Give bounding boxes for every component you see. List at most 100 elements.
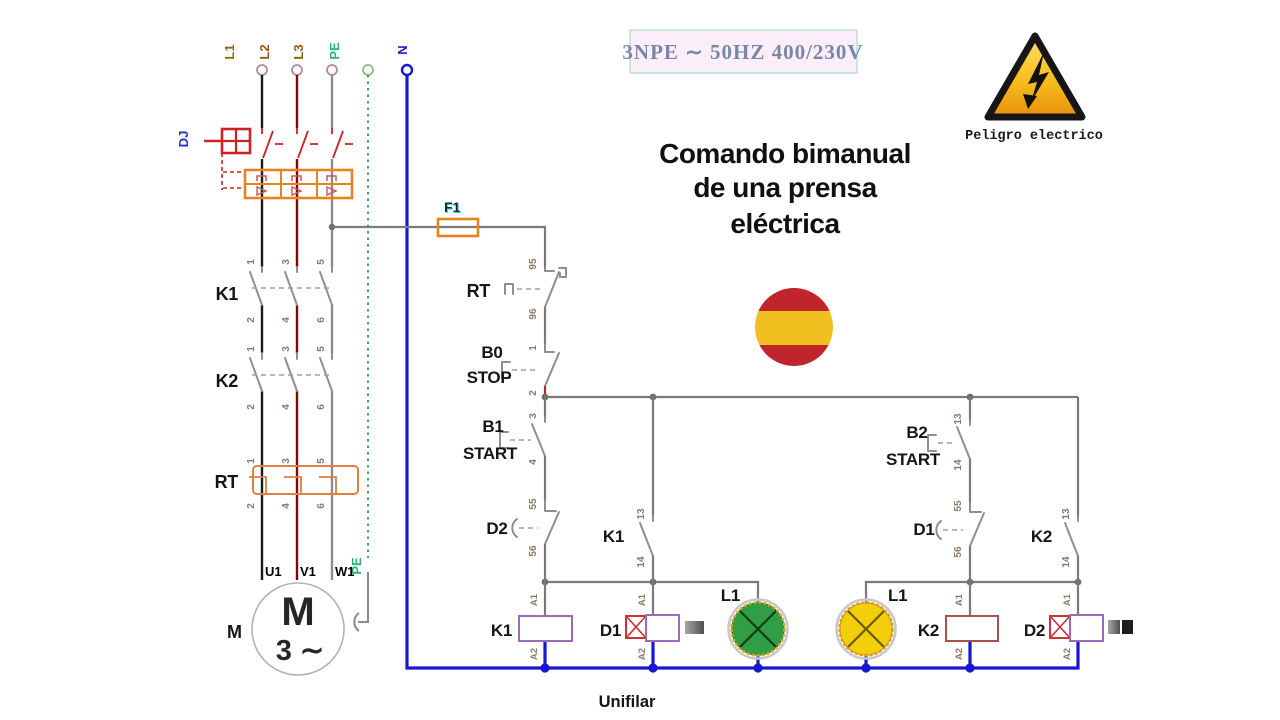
- k1c-14: 14: [636, 556, 647, 568]
- pushbutton-actuator-icon: [501, 361, 511, 379]
- thermal-actuator-icon: [504, 283, 514, 295]
- d1-56: 56: [953, 546, 964, 558]
- breaker-dj: DJ: [176, 127, 353, 190]
- terminal-l1: [256, 64, 268, 76]
- d1-coil-box: [645, 614, 680, 642]
- k2-t4: 4: [281, 404, 292, 410]
- b2-13: 13: [953, 413, 964, 425]
- d2-accessory-icon: [1108, 620, 1120, 634]
- rt96: 96: [528, 308, 539, 320]
- d2-accessory-icon-2: [1122, 620, 1133, 634]
- thermal-relay-rt: RT 1 3 5 2 4 6: [215, 458, 359, 509]
- k1-t4: 4: [281, 317, 292, 323]
- k2-contact-label: K2: [1031, 527, 1052, 546]
- k2-t5: 5: [316, 346, 327, 352]
- b2-14: 14: [953, 459, 964, 471]
- k1-t6: 6: [316, 317, 327, 323]
- power-section: L1 L2 L3 PE N PE DJ: [176, 42, 414, 676]
- d1-a1: A1: [637, 593, 648, 606]
- fuse-label: F1: [444, 199, 461, 215]
- lightning-bolt-icon: [1028, 52, 1049, 102]
- rt-outline: [252, 465, 359, 495]
- title-line-1: Comando bimanual: [659, 138, 911, 169]
- d2-a1: A1: [1062, 593, 1073, 606]
- magnetic-element-icons: [256, 185, 338, 197]
- b1-3: 3: [528, 413, 539, 419]
- supply-rating-box: 3NPE ∼ 50HZ 400/230V: [622, 29, 863, 74]
- d1-accessory-icon: [685, 621, 704, 634]
- d1-55: 55: [953, 500, 964, 512]
- k2-row-label: K2: [216, 371, 239, 391]
- terminal-label-n: N: [395, 45, 410, 54]
- k2-t6: 6: [316, 404, 327, 410]
- terminal-n: [400, 63, 414, 77]
- k1-coil: A1 K1 A2: [491, 593, 573, 660]
- b0-1: 1: [528, 345, 539, 351]
- terminal-pe: [362, 64, 374, 76]
- motor-letter: M: [281, 590, 314, 634]
- motor-term-u1: U1: [265, 564, 282, 579]
- b1-sub-label: START: [463, 444, 518, 463]
- rt-nc-contact: 95 RT 96: [467, 258, 567, 344]
- k1-coil-box: [518, 615, 573, 642]
- k1-contact-label: K1: [603, 527, 624, 546]
- k1-coil-label: K1: [491, 621, 512, 640]
- warning-triangle-icon: Peligro electrico: [965, 32, 1103, 144]
- b2-start-button: 13 B2 START 14: [886, 397, 972, 503]
- motor-pe-label: PE: [349, 557, 364, 575]
- supply-rating-text: 3NPE ∼ 50HZ 400/230V: [622, 40, 863, 64]
- k1-t2: 2: [246, 317, 257, 323]
- k2-no-contact: 13 K2 14: [1031, 397, 1080, 615]
- rt-t4: 4: [281, 503, 292, 509]
- k1-a2: A2: [529, 648, 540, 660]
- pe-motor-clip: [353, 612, 360, 632]
- pushbutton-actuator-icon: [927, 434, 937, 452]
- d2-contact-label: D2: [486, 519, 507, 538]
- motor-term-v1: V1: [300, 564, 316, 579]
- motor-term-w1: W1: [335, 564, 355, 579]
- lamp-cross-icon: [847, 610, 885, 648]
- terminal-label-l3: L3: [291, 44, 306, 59]
- k2-coil-label: K2: [918, 621, 939, 640]
- d1-coil-label: D1: [600, 621, 621, 640]
- rt-t5: 5: [316, 458, 327, 464]
- d1-a2: A2: [637, 648, 648, 660]
- delay-actuator-icon: [935, 520, 942, 540]
- title-line-3: eléctrica: [730, 208, 840, 239]
- terminal-l3: [326, 64, 338, 76]
- b0-label: B0: [481, 343, 502, 362]
- contactor-k2-contacts: K2 1 3 5 2 4 6: [216, 346, 333, 410]
- k2-t3: 3: [281, 346, 292, 352]
- k2-coil-box: [945, 615, 999, 642]
- b0-stop-button: 1 B0 STOP 2: [467, 343, 560, 397]
- d2-55: 55: [528, 498, 539, 510]
- d1-coil: A1 D1 A2: [600, 593, 704, 660]
- delay-actuator-icon: [511, 518, 518, 538]
- k1-a1: A1: [529, 593, 540, 606]
- warning-caption: Peligro electrico: [965, 129, 1103, 144]
- neutral-wire: [405, 75, 1080, 670]
- k2-coil: A1 K2 A2: [918, 593, 999, 660]
- rt-t1: 1: [246, 458, 257, 464]
- k2-a1: A1: [954, 593, 965, 606]
- b1-label: B1: [482, 417, 503, 436]
- k1-t3: 3: [281, 259, 292, 265]
- rt-t3: 3: [281, 458, 292, 464]
- rt-t2: 2: [246, 503, 257, 509]
- yellow-lamp-label: L1: [888, 586, 907, 605]
- d2-56: 56: [528, 545, 539, 557]
- pe-wire: PE: [349, 75, 369, 632]
- k1-t1: 1: [246, 259, 257, 265]
- k1-row-label: K1: [216, 284, 239, 304]
- title-line-2: de una prensa: [693, 172, 877, 203]
- d2-timed-contact: 55 D2 56: [486, 498, 560, 616]
- diagram-title: Comando bimanual de una prensa eléctrica: [659, 138, 911, 239]
- k2c-14: 14: [1061, 556, 1072, 568]
- motor-symbol: U1 V1 W1 M 3 ∼ M: [227, 564, 355, 676]
- terminal-label-l1: L1: [222, 44, 237, 59]
- k2-t1: 1: [246, 346, 257, 352]
- d1-timed-contact: 55 D1 56: [913, 500, 985, 616]
- b0-2: 2: [528, 390, 539, 396]
